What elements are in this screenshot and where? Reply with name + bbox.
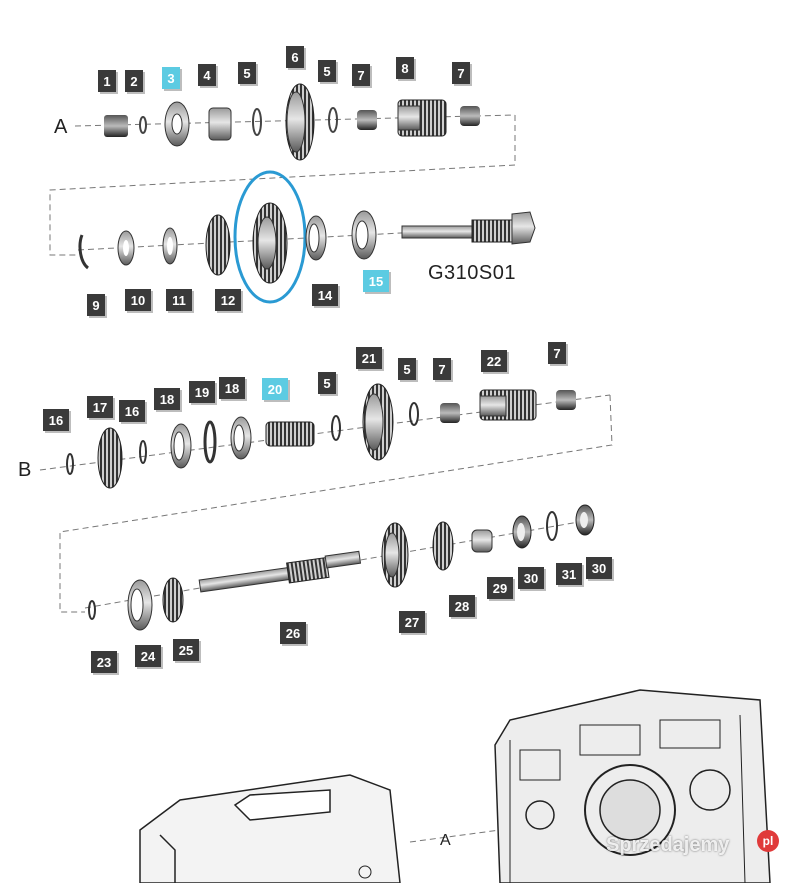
callout-11[interactable]: 11 — [166, 289, 192, 311]
callout-15[interactable]: 15 — [363, 270, 389, 292]
callout-30b[interactable]: 30 — [586, 557, 612, 579]
callout-18[interactable]: 18 — [154, 388, 180, 410]
part-20-sleeve — [265, 421, 315, 447]
part-5-clip-d — [409, 402, 419, 426]
group-a-row1 — [49, 83, 516, 256]
callout-5[interactable]: 5 — [238, 62, 256, 84]
transmission-housing — [139, 689, 771, 883]
callout-4[interactable]: 4 — [198, 64, 216, 86]
watermark-text: Sprzedajemy — [606, 834, 730, 856]
part-2-ring — [139, 116, 147, 134]
part-7-bearing-b — [460, 106, 480, 126]
part-19-ring — [203, 420, 217, 464]
part-17-gear — [97, 427, 123, 489]
part-5-circlip-b — [328, 107, 338, 133]
callout-1[interactable]: 1 — [98, 70, 116, 92]
callout-26[interactable]: 26 — [280, 622, 306, 644]
callout-5c[interactable]: 5 — [318, 372, 336, 394]
callout-19[interactable]: 19 — [189, 381, 215, 403]
callout-6[interactable]: 6 — [286, 46, 304, 68]
part-12-gear — [205, 214, 231, 276]
callout-20[interactable]: 20 — [262, 378, 288, 400]
connector-line — [49, 115, 516, 256]
group-b-row1 — [39, 383, 613, 613]
callout-16b[interactable]: 16 — [119, 400, 145, 422]
callout-23[interactable]: 23 — [91, 651, 117, 673]
part-7-bearing — [357, 110, 377, 130]
callout-8[interactable]: 8 — [396, 57, 414, 79]
callout-14[interactable]: 14 — [312, 284, 338, 306]
callout-5b[interactable]: 5 — [318, 60, 336, 82]
part-shaft-a — [401, 211, 536, 245]
callout-27[interactable]: 27 — [399, 611, 425, 633]
watermark-badge: pl — [757, 830, 779, 852]
callout-21[interactable]: 21 — [356, 347, 382, 369]
part-5-clip-c — [331, 415, 341, 441]
callout-7[interactable]: 7 — [352, 64, 370, 86]
callout-7d[interactable]: 7 — [548, 342, 566, 364]
part-31-ring — [546, 511, 558, 541]
group-b-row2 — [84, 504, 595, 631]
diagram-code: G310S01 — [428, 262, 517, 284]
group-b-label: B — [18, 459, 32, 481]
part-16-clip-b — [139, 440, 147, 464]
part-7-bearing-d — [556, 390, 576, 410]
callout-10[interactable]: 10 — [125, 289, 151, 311]
part-4-sleeve — [208, 107, 232, 141]
callout-3[interactable]: 3 — [162, 67, 180, 89]
part-9-clip — [78, 234, 90, 270]
callout-12[interactable]: 12 — [215, 289, 241, 311]
callout-9[interactable]: 9 — [87, 294, 105, 316]
group-a-row2 — [77, 170, 536, 304]
callout-17[interactable]: 17 — [87, 396, 113, 418]
part-1-bearing — [104, 115, 128, 137]
callout-7c[interactable]: 7 — [433, 358, 451, 380]
part-25-gear — [162, 577, 184, 623]
group-a-label: A — [54, 116, 68, 138]
part-7-bearing-c — [440, 403, 460, 423]
part-16-clip — [66, 453, 74, 475]
callout-24[interactable]: 24 — [135, 645, 161, 667]
callout-31[interactable]: 31 — [556, 563, 582, 585]
callout-28[interactable]: 28 — [449, 595, 475, 617]
housing-label: A — [440, 832, 451, 849]
highlight-ring — [233, 170, 307, 304]
callout-25[interactable]: 25 — [173, 639, 199, 661]
callout-7b[interactable]: 7 — [452, 62, 470, 84]
callout-5d[interactable]: 5 — [398, 358, 416, 380]
callout-18b[interactable]: 18 — [219, 377, 245, 399]
callout-30[interactable]: 30 — [518, 567, 544, 589]
callout-16[interactable]: 16 — [43, 409, 69, 431]
callout-22[interactable]: 22 — [481, 350, 507, 372]
part-5-circlip — [252, 108, 262, 136]
part-28-gear — [432, 521, 454, 571]
part-23-clip — [88, 600, 96, 620]
part-26-shaft — [198, 550, 362, 593]
part-29-sleeve — [471, 529, 493, 553]
callout-29[interactable]: 29 — [487, 577, 513, 599]
callout-2[interactable]: 2 — [125, 70, 143, 92]
